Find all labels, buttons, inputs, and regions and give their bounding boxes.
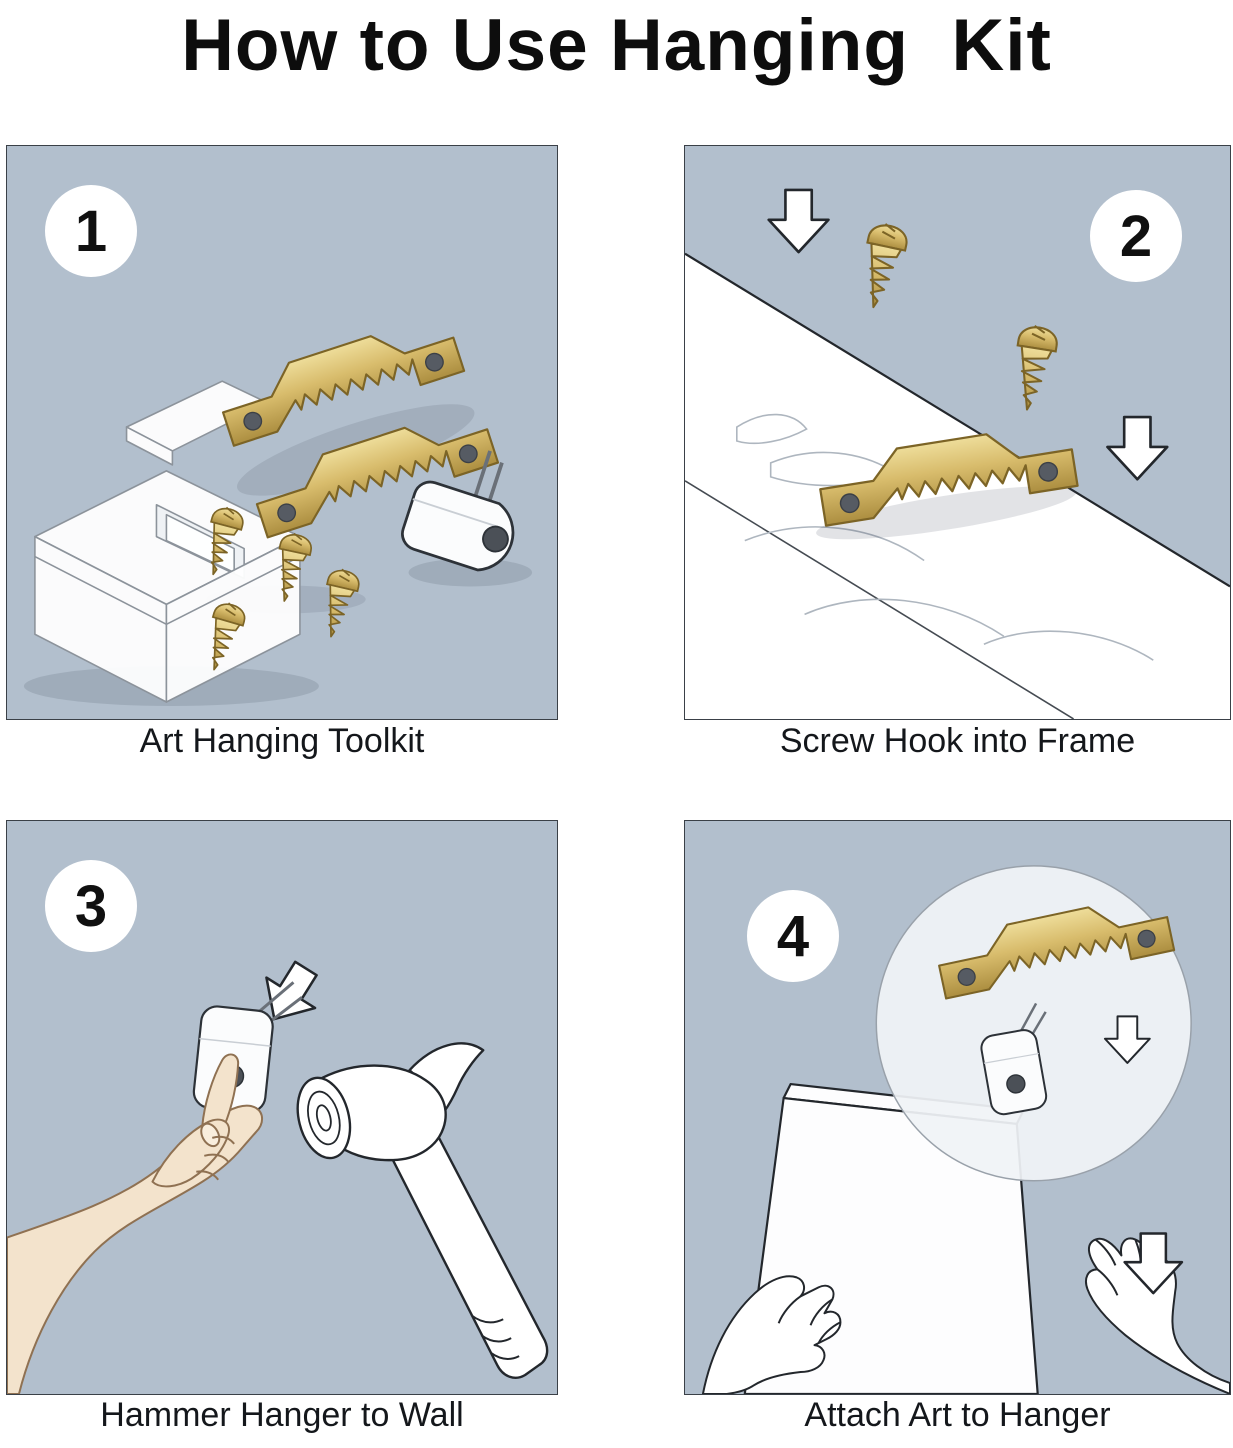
step-4-illustration [701,865,1230,1394]
step-number-badge: 4 [747,890,839,982]
panel-step-1: 1 [6,145,558,720]
hammer [296,1042,549,1379]
step-caption: Attach Art to Hanger [804,1396,1111,1434]
left-hand [701,1275,842,1394]
magnifier-circle [875,865,1192,1182]
hand [7,1053,264,1394]
panel-step-4: 4 [684,820,1231,1395]
step-number-badge: 2 [1090,190,1182,282]
step-caption: Screw Hook into Frame [779,722,1136,760]
step-3-illustration [7,952,549,1394]
page-title: How to Use Hanging Kit [181,5,1052,86]
step-caption: Art Hanging Toolkit [139,722,425,760]
step-number-badge: 3 [45,860,137,952]
screw-icon [1006,322,1061,414]
step-caption: Hammer Hanger to Wall [100,1396,464,1434]
down-arrow-icon [1106,415,1169,481]
step-1-illustration [23,310,539,707]
panel-step-2: 2 [684,145,1231,720]
down-arrow-icon [767,188,830,254]
panel-step-3: 3 [6,820,558,1395]
step-2-illustration [685,188,1230,719]
screw-icon [853,220,911,313]
frame-molding [685,252,1230,719]
step-number-badge: 1 [45,185,137,277]
wall-hook-detail [980,1002,1048,1116]
